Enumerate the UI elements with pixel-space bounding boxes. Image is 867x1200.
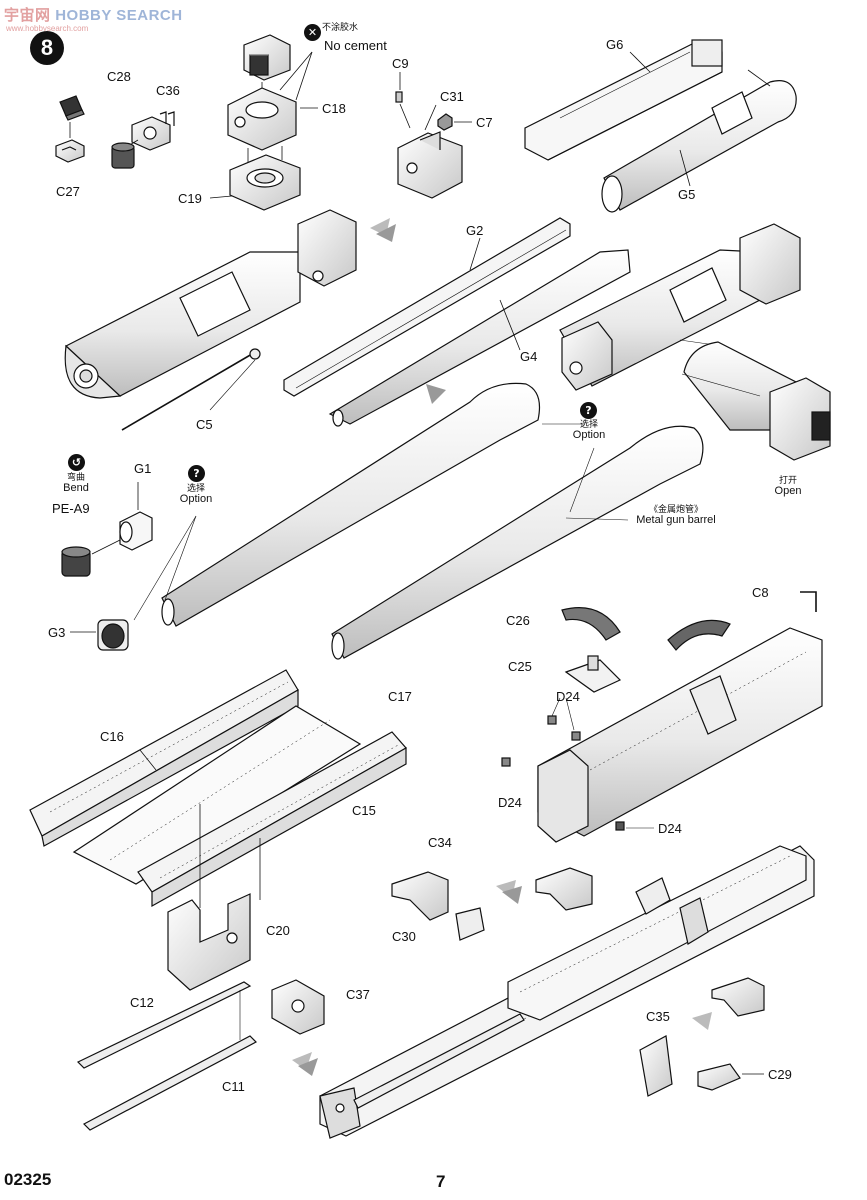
- label-d24-left: D24: [498, 795, 522, 810]
- part-g5-barrel-sleeve: [601, 80, 797, 213]
- label-c25: C25: [508, 659, 532, 674]
- part-c28-dark-sleeve: [59, 95, 85, 121]
- part-c26-arc: [561, 607, 621, 641]
- label-c9: C9: [392, 56, 409, 71]
- no-cement-icon: ✕: [304, 24, 321, 41]
- label-c31: C31: [440, 89, 464, 104]
- label-c15: C15: [352, 803, 376, 818]
- watermark-site: www.hobbysearch.com: [6, 24, 89, 33]
- part-g1-sleeve: [119, 511, 153, 551]
- part-c18-base: [227, 87, 297, 151]
- breech-open-view: [683, 341, 831, 461]
- label-g5: G5: [678, 187, 696, 202]
- part-arc-gear: [667, 619, 731, 651]
- part-c15-beam: [137, 731, 407, 908]
- part-c7-block: [437, 113, 453, 131]
- part-c35-plate: [639, 1035, 673, 1097]
- label-g3: G3: [48, 625, 66, 640]
- page-number: 7: [436, 1172, 446, 1191]
- part-c31-mechanism: [397, 104, 463, 199]
- label-c18: C18: [322, 101, 346, 116]
- part-c37-bracket: [271, 979, 325, 1035]
- bend-icon: ↺: [68, 454, 85, 471]
- label-c30: C30: [392, 929, 416, 944]
- part-c29-lever: [697, 1063, 741, 1091]
- breech-assembly-upper: [64, 209, 357, 399]
- label-c34: C34: [428, 835, 452, 850]
- label-c28: C28: [107, 69, 131, 84]
- label-c20: C20: [266, 923, 290, 938]
- step-number-badge: 8: [30, 31, 64, 65]
- part-c36-spring: [111, 142, 135, 169]
- part-g6-half-shell: [524, 39, 723, 161]
- part-plate-fork-lower: [711, 977, 765, 1017]
- cradle-assembly: [537, 627, 823, 843]
- label-pe-a9: PE-A9: [52, 501, 90, 516]
- watermark-logo: 宇宙网 HOBBY SEARCH: [4, 4, 183, 25]
- part-c8-handle: [800, 591, 817, 612]
- label-c19: C19: [178, 191, 202, 206]
- part-plate-fork-upper: [535, 867, 593, 911]
- label-g1: G1: [134, 461, 152, 476]
- part-pe-a9-ring: [61, 546, 91, 577]
- part-c36-bracket: [131, 111, 175, 151]
- label-g6: G6: [606, 37, 624, 52]
- option-question-icon-left: ?: [188, 465, 205, 482]
- metal-barrel-note: 《金属炮管》Metal gun barrel: [636, 505, 716, 526]
- part-g2-rail: [283, 217, 571, 397]
- label-c11: C11: [222, 1079, 245, 1094]
- label-c17: C17: [388, 689, 412, 704]
- part-c25-sight-plate: [564, 655, 622, 693]
- part-g4-barrel-inner: [328, 249, 631, 427]
- barrel-metal-option: [331, 425, 704, 660]
- label-d24-top: D24: [556, 689, 580, 704]
- trail-assembly-upper: [507, 845, 807, 1021]
- label-c29: C29: [768, 1067, 792, 1082]
- part-c12-rod: [76, 981, 252, 1069]
- label-c16: C16: [100, 729, 124, 744]
- label-g4: G4: [520, 349, 538, 364]
- label-c7: C7: [476, 115, 493, 130]
- label-d24-right: D24: [658, 821, 682, 836]
- part-c17-plate: [72, 705, 362, 885]
- part-c27-clip: [55, 139, 85, 163]
- part-c18-top-gear: [243, 34, 291, 81]
- watermark-brand-en: HOBBY SEARCH: [55, 7, 183, 24]
- label-c26: C26: [506, 613, 530, 628]
- barrel-plastic-option: [161, 382, 541, 627]
- breech-assembly-right: [559, 223, 801, 391]
- part-c34-c30-bracket: [391, 871, 485, 941]
- no-cement-label: No cement: [324, 38, 387, 53]
- label-c27: C27: [56, 184, 80, 199]
- product-code: 02325: [4, 1170, 52, 1189]
- part-g3-muzzle-brake: [97, 619, 129, 651]
- part-c20-mount: [167, 893, 251, 991]
- option-question-icon-right: ?: [580, 402, 597, 419]
- label-c12: C12: [130, 995, 154, 1010]
- label-c36: C36: [156, 83, 180, 98]
- watermark-brand: 宇宙网: [4, 7, 51, 24]
- label-c37: C37: [346, 987, 370, 1002]
- no-cement-zh: 不涂胶水: [322, 23, 359, 33]
- part-c11-rod: [83, 1035, 257, 1131]
- part-c19-ring-base: [229, 154, 301, 211]
- label-c8: C8: [752, 585, 769, 600]
- label-g2: G2: [466, 223, 484, 238]
- label-c35: C35: [646, 1009, 670, 1024]
- part-c16-beam: [29, 669, 299, 847]
- label-c5: C5: [196, 417, 213, 432]
